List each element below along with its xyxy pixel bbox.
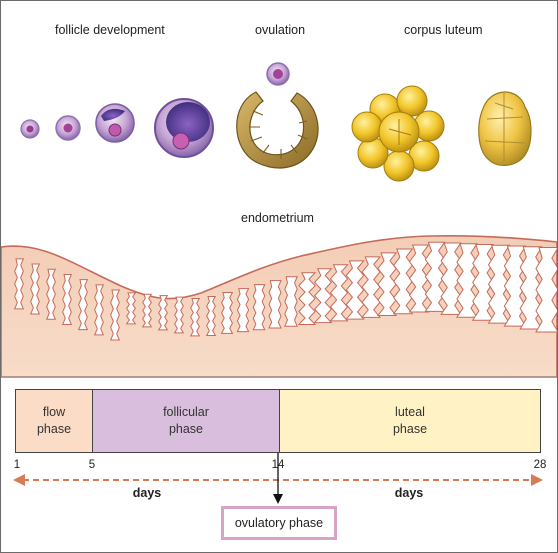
label-endometrium: endometrium xyxy=(241,211,314,225)
gland xyxy=(297,272,317,325)
gland xyxy=(284,276,298,327)
corpus-luteum-large xyxy=(351,85,445,182)
phase-follicular-line2: phase xyxy=(168,422,204,436)
ovulated-egg xyxy=(266,62,290,86)
gland xyxy=(93,284,105,336)
follicle-stage-2 xyxy=(55,115,81,141)
gland xyxy=(61,273,73,325)
gland xyxy=(220,292,234,334)
gland xyxy=(535,247,557,333)
corpus-luteum-small xyxy=(478,91,532,166)
phase-luteal-line1: luteal xyxy=(395,405,425,419)
phase-flow-line1: flow xyxy=(42,405,66,419)
phase-luteal-line2: phase xyxy=(392,422,428,436)
follicle-stage-4 xyxy=(154,98,214,158)
tick-day-14: 14 xyxy=(271,459,285,471)
label-corpus-luteum: corpus luteum xyxy=(404,23,483,37)
gland xyxy=(77,279,89,331)
phase-flow-line2: phase xyxy=(36,422,72,436)
tick-day-1: 1 xyxy=(13,459,21,471)
ruptured-follicle xyxy=(236,91,319,169)
phase-luteal: luteal phase xyxy=(279,390,540,452)
days-label-right: days xyxy=(394,486,424,500)
gland xyxy=(345,260,365,320)
gland xyxy=(252,284,266,331)
gland xyxy=(205,296,217,337)
gland xyxy=(361,256,381,318)
gland xyxy=(45,268,57,320)
follicle-stage-1 xyxy=(20,119,40,139)
endometrial-glands xyxy=(13,241,557,341)
follicle-stage-3 xyxy=(95,103,135,143)
ovulatory-phase-box: ovulatory phase xyxy=(221,506,337,540)
phase-follicular: follicular phase xyxy=(92,390,279,452)
gland xyxy=(29,263,41,315)
phase-flow: flow phase xyxy=(16,390,92,452)
label-follicle-development: follicle development xyxy=(55,23,165,37)
gland xyxy=(157,295,169,331)
tick-day-28: 28 xyxy=(533,459,547,471)
ovulation-pointer-arrow xyxy=(273,451,283,504)
label-ovulation: ovulation xyxy=(255,23,306,37)
gland xyxy=(13,258,25,310)
phase-bar: flow phase follicular phase luteal phase xyxy=(15,389,541,453)
gland xyxy=(109,289,121,341)
gland xyxy=(141,293,153,328)
gland xyxy=(173,296,185,334)
gland xyxy=(268,280,282,329)
days-label-left: days xyxy=(132,486,162,500)
gland xyxy=(313,268,333,324)
gland xyxy=(236,288,250,333)
tick-day-5: 5 xyxy=(88,459,96,471)
gland xyxy=(189,297,201,337)
phase-follicular-line1: follicular xyxy=(163,405,209,419)
gland xyxy=(329,264,349,322)
gland xyxy=(125,292,137,325)
